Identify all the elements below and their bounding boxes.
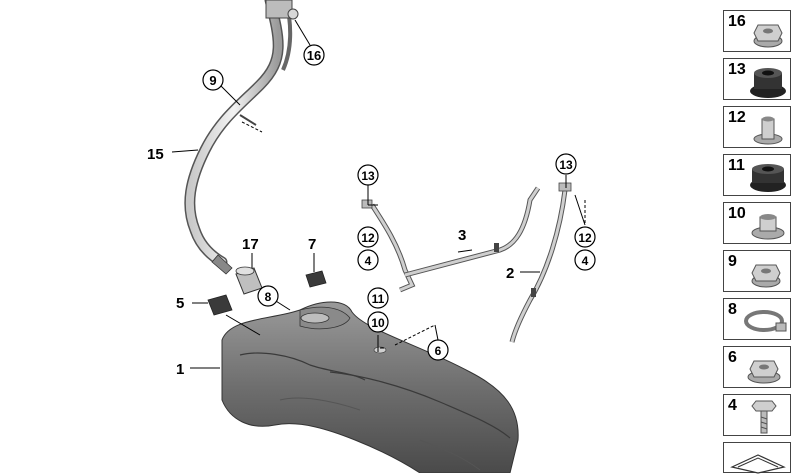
callout-label: 11 <box>372 292 385 306</box>
spacer-sleeve-icon <box>753 116 783 145</box>
callout-label: 10 <box>371 316 385 330</box>
part-card-11[interactable]: 11 <box>723 154 791 196</box>
callout-12a: 12 <box>357 226 379 248</box>
connecting-hose <box>235 266 263 295</box>
part-number: 16 <box>728 13 746 30</box>
callout-label: 9 <box>209 73 216 88</box>
hex-nut-flanged-icon <box>747 360 781 384</box>
part-card-10[interactable]: 10 <box>723 202 791 244</box>
part-number: 13 <box>728 61 746 78</box>
part-card-6[interactable]: 6 <box>723 346 791 388</box>
callout-label: 4 <box>582 254 589 268</box>
callout-4b: 4 <box>574 249 596 271</box>
leader-lines <box>171 19 586 369</box>
callout-16: 16 <box>303 44 325 66</box>
callout-label: 12 <box>578 231 592 245</box>
rubber-grommet-icon <box>750 164 786 192</box>
washer-sleeve-icon <box>751 214 785 240</box>
callout-5: 5 <box>176 295 184 312</box>
part-card-13[interactable]: 13 <box>723 58 791 100</box>
callout-label: 4 <box>365 254 372 268</box>
part-card-seal[interactable] <box>723 442 791 474</box>
callout-8: 8 <box>257 285 279 307</box>
callout-label: 12 <box>361 231 375 245</box>
rubber-grommet-icon <box>750 68 786 98</box>
callout-label: 13 <box>559 158 573 172</box>
part-card-16[interactable]: 16 <box>723 10 791 52</box>
part-card-4[interactable]: 4 <box>723 394 791 436</box>
callout-3: 3 <box>458 227 466 244</box>
callout-17: 17 <box>242 236 259 253</box>
callout-1: 1 <box>176 361 184 378</box>
part-number: 11 <box>728 157 745 174</box>
callout-2: 2 <box>506 265 514 282</box>
tension-strap-3 <box>361 186 541 293</box>
bolt-screw-icon <box>751 400 777 434</box>
callout-12b: 12 <box>574 226 596 248</box>
tension-strap-2 <box>509 182 572 343</box>
callout-9: 9 <box>202 69 224 91</box>
foam-pad <box>305 270 327 288</box>
part-card-8[interactable]: 8 <box>723 298 791 340</box>
callout-label: 13 <box>361 169 375 183</box>
callout-13a: 13 <box>357 164 379 186</box>
callout-4a: 4 <box>357 249 379 271</box>
callout-10: 10 <box>367 311 389 333</box>
part-card-12[interactable]: 12 <box>723 106 791 148</box>
callout-13b: 13 <box>555 153 577 175</box>
callout-15: 15 <box>147 146 164 163</box>
part-number: 12 <box>728 109 746 126</box>
filler-pipe <box>184 0 299 275</box>
part-number: 6 <box>728 349 737 366</box>
part-card-9[interactable]: 9 <box>723 250 791 292</box>
callout-label: 8 <box>265 290 272 304</box>
callout-11: 11 <box>367 287 389 309</box>
hex-nut-flanged-icon <box>753 24 783 48</box>
callout-6: 6 <box>427 339 449 361</box>
part-number: 9 <box>728 253 737 270</box>
callout-7: 7 <box>308 236 316 253</box>
part-number: 10 <box>728 205 746 222</box>
callout-label: 16 <box>307 48 321 63</box>
foam-pad-2 <box>207 294 233 316</box>
callout-label: 6 <box>435 344 442 358</box>
part-number: 8 <box>728 301 737 318</box>
hose-clamp-icon <box>744 310 787 332</box>
hex-nut-flanged-icon <box>751 264 781 288</box>
part-number: 4 <box>728 397 737 414</box>
sealing-strip-icon <box>730 454 786 474</box>
